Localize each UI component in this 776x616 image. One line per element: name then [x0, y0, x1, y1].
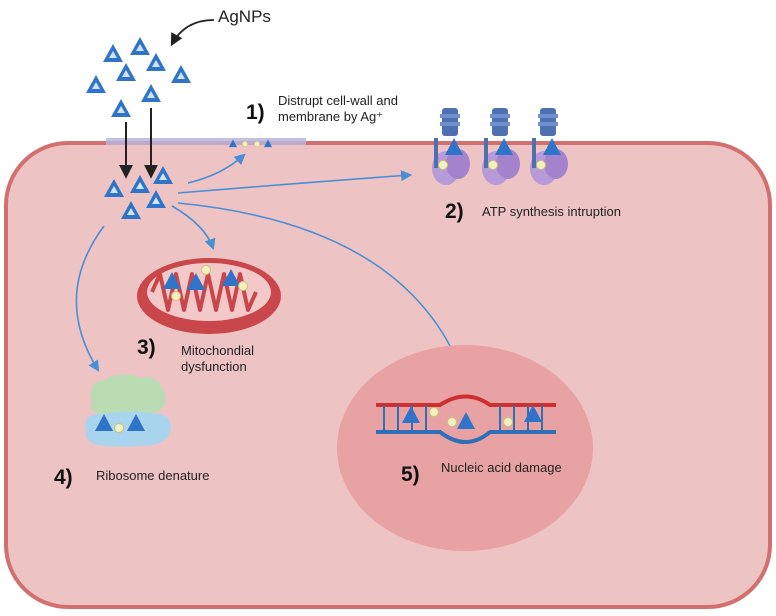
step-1-label: Distrupt cell-wall and membrane by Ag⁺ [278, 93, 398, 125]
step-3-label: Mitochondial dysfunction [181, 343, 254, 375]
membrane-patch [106, 138, 306, 145]
atp-synthase-complexes [432, 108, 568, 185]
label-pointer-arrow [170, 19, 215, 47]
mitochondrion [137, 258, 281, 334]
step-4-number: 4) [54, 466, 73, 489]
step-2-number: 2) [445, 200, 464, 223]
step-3-line1: Mitochondial [181, 343, 254, 358]
step-1-number: 1) [246, 101, 265, 124]
step-3-number: 3) [137, 336, 156, 359]
pathway-arrows [75, 153, 464, 375]
step-5-number: 5) [401, 463, 420, 486]
step-5-label: Nucleic acid damage [441, 460, 562, 475]
agnp-cluster-outside [86, 37, 191, 117]
nucleus [337, 345, 593, 551]
step-3-line2: dysfunction [181, 359, 247, 374]
step-1-line1: Distrupt cell-wall and [278, 93, 398, 108]
step-4-label: Ribosome denature [96, 468, 210, 483]
step-2-label: ATP synthesis intruption [482, 204, 621, 219]
ribosome [85, 374, 171, 447]
agnps-label: AgNPs [218, 7, 271, 26]
step-1-line2: membrane by Ag⁺ [278, 109, 384, 124]
